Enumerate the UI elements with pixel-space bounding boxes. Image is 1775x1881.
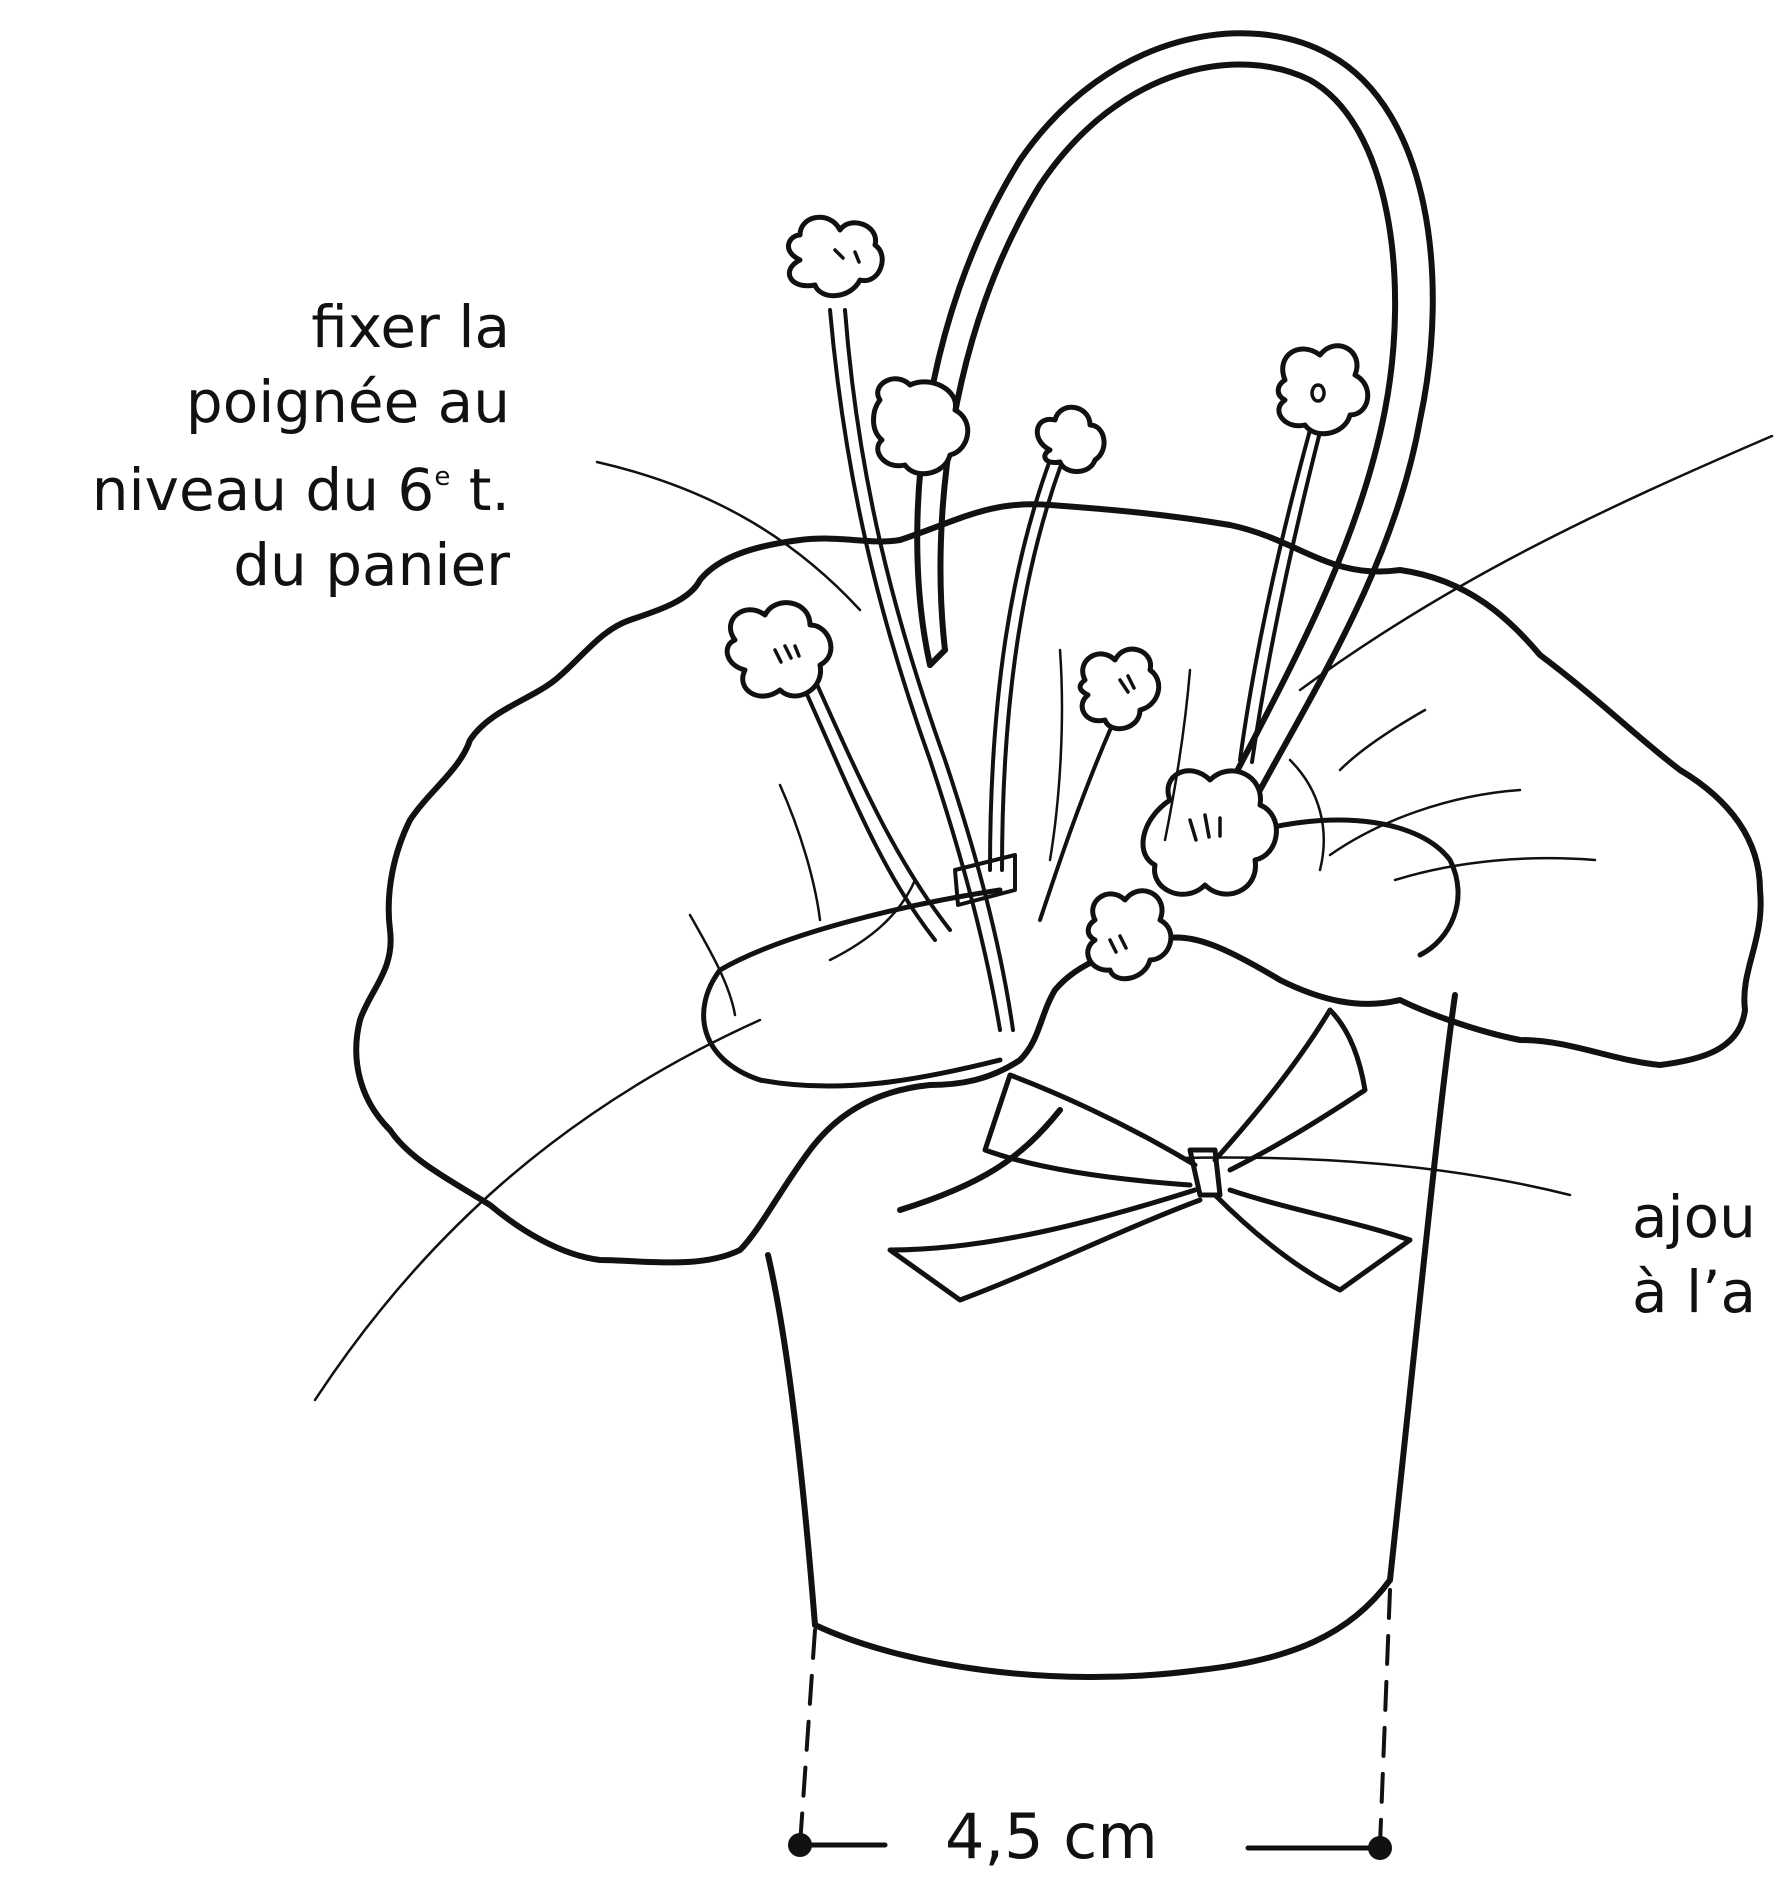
rim-left bbox=[704, 890, 1000, 1086]
guide-lines bbox=[315, 436, 1772, 1400]
guide-line-left-bottom bbox=[315, 1020, 760, 1400]
flower-behind-handle bbox=[874, 379, 968, 474]
bow-tail-right bbox=[1215, 1190, 1410, 1290]
basket-rim bbox=[704, 820, 1458, 1086]
width-label: 4,5 cm bbox=[945, 1802, 1158, 1872]
handle-line-4: du panier bbox=[92, 528, 510, 603]
dim-left-dashed bbox=[800, 1630, 815, 1845]
stem-4 bbox=[1040, 730, 1110, 920]
handle-line-1: fixer la bbox=[92, 290, 510, 365]
handle-tip bbox=[930, 650, 945, 665]
stem-2b bbox=[1002, 462, 1062, 870]
ribbon-bow bbox=[890, 1010, 1410, 1300]
rim-right bbox=[1260, 820, 1458, 955]
bow-right-loop bbox=[1215, 1010, 1365, 1170]
flower-top-left bbox=[788, 217, 882, 295]
ribbon-line-2: à l’a bbox=[1632, 1255, 1756, 1330]
flower-center bbox=[1080, 649, 1159, 729]
flower-left bbox=[727, 603, 831, 696]
handle-instruction: fixer la poignée au niveau du 6e t. du p… bbox=[92, 290, 510, 603]
ribbon-instruction: ajou à l’a bbox=[1632, 1180, 1756, 1330]
bow-left-loop bbox=[985, 1075, 1195, 1185]
ribbon-line-1: ajou bbox=[1632, 1180, 1756, 1255]
bow-tail-left bbox=[890, 1190, 1200, 1300]
handle-line-2: poignée au bbox=[92, 365, 510, 440]
dim-right-dashed bbox=[1380, 1590, 1390, 1845]
body-right-side bbox=[1390, 995, 1455, 1580]
body-left-side bbox=[768, 1255, 815, 1625]
flower-mid-small bbox=[1037, 407, 1104, 471]
ruffle-outline bbox=[356, 504, 1760, 1262]
ruffle bbox=[356, 504, 1760, 1262]
handle-line-3: niveau du 6e t. bbox=[92, 440, 510, 528]
dim-dot-left bbox=[788, 1833, 812, 1857]
body-top-curve bbox=[900, 1110, 1060, 1210]
stem-5 bbox=[1240, 430, 1310, 760]
flower-small-front bbox=[1088, 891, 1171, 979]
body-bottom bbox=[815, 1580, 1390, 1677]
stem-3 bbox=[805, 690, 935, 940]
dim-dot-right bbox=[1368, 1836, 1392, 1860]
stem-5b bbox=[1252, 432, 1320, 762]
flowers bbox=[727, 217, 1368, 978]
